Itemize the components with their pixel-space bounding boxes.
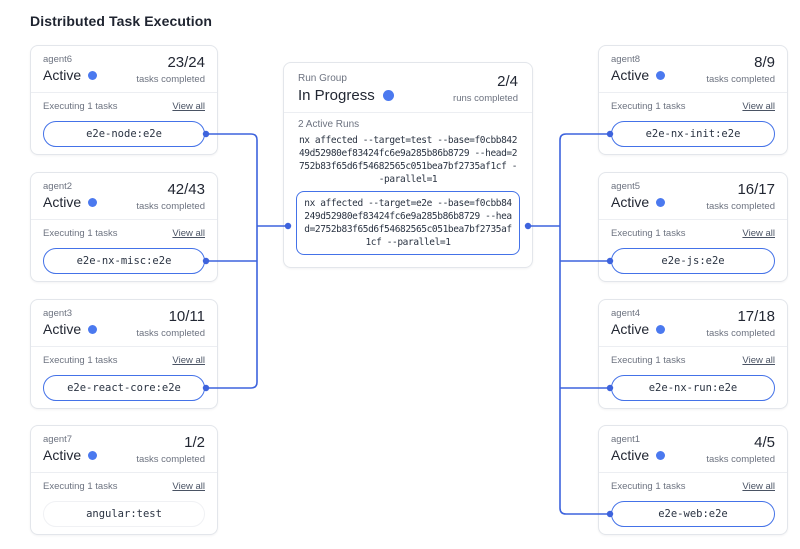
executing-label: Executing 1 tasks (611, 355, 686, 366)
status-dot-icon (656, 324, 666, 334)
task-pill[interactable]: angular:test (43, 501, 205, 527)
status-dot-icon (88, 197, 98, 207)
executing-label: Executing 1 tasks (611, 228, 686, 239)
agent-status-label: Active (611, 447, 650, 463)
executing-label: Executing 1 tasks (43, 355, 118, 366)
view-all-link[interactable]: View all (172, 228, 205, 239)
task-pill[interactable]: e2e-nx-init:e2e (611, 121, 775, 147)
status-dot-icon (656, 450, 666, 460)
agent-card-agent6: agent6 Active 23/24 tasks completed Exec… (30, 45, 218, 155)
task-pill[interactable]: e2e-node:e2e (43, 121, 205, 147)
agent-status-label: Active (611, 67, 650, 83)
agent-status-label: Active (43, 67, 82, 83)
executing-label: Executing 1 tasks (611, 101, 686, 112)
tasks-progress: 16/17 (737, 181, 775, 198)
tasks-progress-label: tasks completed (706, 201, 775, 212)
divider (31, 219, 217, 220)
agent-status-label: Active (43, 321, 82, 337)
status-dot-icon (88, 324, 98, 334)
agent-status-label: Active (611, 194, 650, 210)
agent-name: agent7 (43, 434, 73, 445)
agent-card-agent3: agent3 Active 10/11 tasks completed Exec… (30, 299, 218, 409)
divider (599, 219, 787, 220)
runs-progress-label: runs completed (453, 93, 518, 104)
runs-progress: 2/4 (497, 73, 518, 90)
divider (31, 346, 217, 347)
task-pill[interactable]: e2e-nx-misc:e2e (43, 248, 205, 274)
tasks-progress-label: tasks completed (136, 454, 205, 465)
divider (599, 92, 787, 93)
divider (599, 346, 787, 347)
task-pill[interactable]: e2e-nx-run:e2e (611, 375, 775, 401)
status-dot-icon (88, 70, 98, 80)
run-command: nx affected --target=test --base=f0cbb84… (298, 135, 518, 185)
executing-label: Executing 1 tasks (43, 481, 118, 492)
agent-name: agent1 (611, 434, 641, 445)
status-dot-icon (382, 90, 394, 101)
tasks-progress-label: tasks completed (706, 328, 775, 339)
run-command-highlighted[interactable]: nx affected --target=e2e --base=f0cbb842… (296, 191, 520, 255)
page-title: Distributed Task Execution (30, 13, 213, 29)
agent-card-agent5: agent5 Active 16/17 tasks completed Exec… (598, 172, 788, 282)
agent-name: agent6 (43, 54, 73, 65)
view-all-link[interactable]: View all (172, 481, 205, 492)
agent-status-label: Active (43, 194, 82, 210)
executing-label: Executing 1 tasks (43, 101, 118, 112)
tasks-progress: 1/2 (184, 434, 205, 451)
status-dot-icon (656, 197, 666, 207)
run-group-status: In Progress (298, 87, 375, 104)
executing-label: Executing 1 tasks (611, 481, 686, 492)
agent-status-label: Active (611, 321, 650, 337)
active-runs-label: 2 Active Runs (298, 119, 360, 130)
tasks-progress-label: tasks completed (136, 74, 205, 85)
view-all-link[interactable]: View all (742, 355, 775, 366)
status-dot-icon (88, 450, 98, 460)
task-pill[interactable]: e2e-js:e2e (611, 248, 775, 274)
agent-card-agent1: agent1 Active 4/5 tasks completed Execut… (598, 425, 788, 535)
agent-card-agent7: agent7 Active 1/2 tasks completed Execut… (30, 425, 218, 535)
view-all-link[interactable]: View all (742, 481, 775, 492)
agent-status-label: Active (43, 447, 82, 463)
view-all-link[interactable]: View all (742, 101, 775, 112)
tasks-progress-label: tasks completed (706, 454, 775, 465)
agent-name: agent2 (43, 181, 73, 192)
executing-label: Executing 1 tasks (43, 228, 118, 239)
agent-card-agent4: agent4 Active 17/18 tasks completed Exec… (598, 299, 788, 409)
agent-card-agent8: agent8 Active 8/9 tasks completed Execut… (598, 45, 788, 155)
view-all-link[interactable]: View all (742, 228, 775, 239)
view-all-link[interactable]: View all (172, 101, 205, 112)
agent-name: agent5 (611, 181, 641, 192)
task-pill[interactable]: e2e-web:e2e (611, 501, 775, 527)
run-group-card: Run Group In Progress 2/4 runs completed… (283, 62, 533, 268)
divider (31, 472, 217, 473)
tasks-progress-label: tasks completed (136, 201, 205, 212)
tasks-progress: 23/24 (167, 54, 205, 71)
agent-card-agent2: agent2 Active 42/43 tasks completed Exec… (30, 172, 218, 282)
status-dot-icon (656, 70, 666, 80)
divider (284, 112, 532, 113)
tasks-progress: 4/5 (754, 434, 775, 451)
tasks-progress-label: tasks completed (136, 328, 205, 339)
tasks-progress: 42/43 (167, 181, 205, 198)
tasks-progress: 17/18 (737, 308, 775, 325)
agent-name: agent8 (611, 54, 641, 65)
tasks-progress-label: tasks completed (706, 74, 775, 85)
agent-name: agent4 (611, 308, 641, 319)
tasks-progress: 8/9 (754, 54, 775, 71)
view-all-link[interactable]: View all (172, 355, 205, 366)
run-group-label: Run Group (298, 73, 347, 84)
agent-name: agent3 (43, 308, 73, 319)
task-pill[interactable]: e2e-react-core:e2e (43, 375, 205, 401)
tasks-progress: 10/11 (168, 308, 205, 325)
divider (31, 92, 217, 93)
divider (599, 472, 787, 473)
